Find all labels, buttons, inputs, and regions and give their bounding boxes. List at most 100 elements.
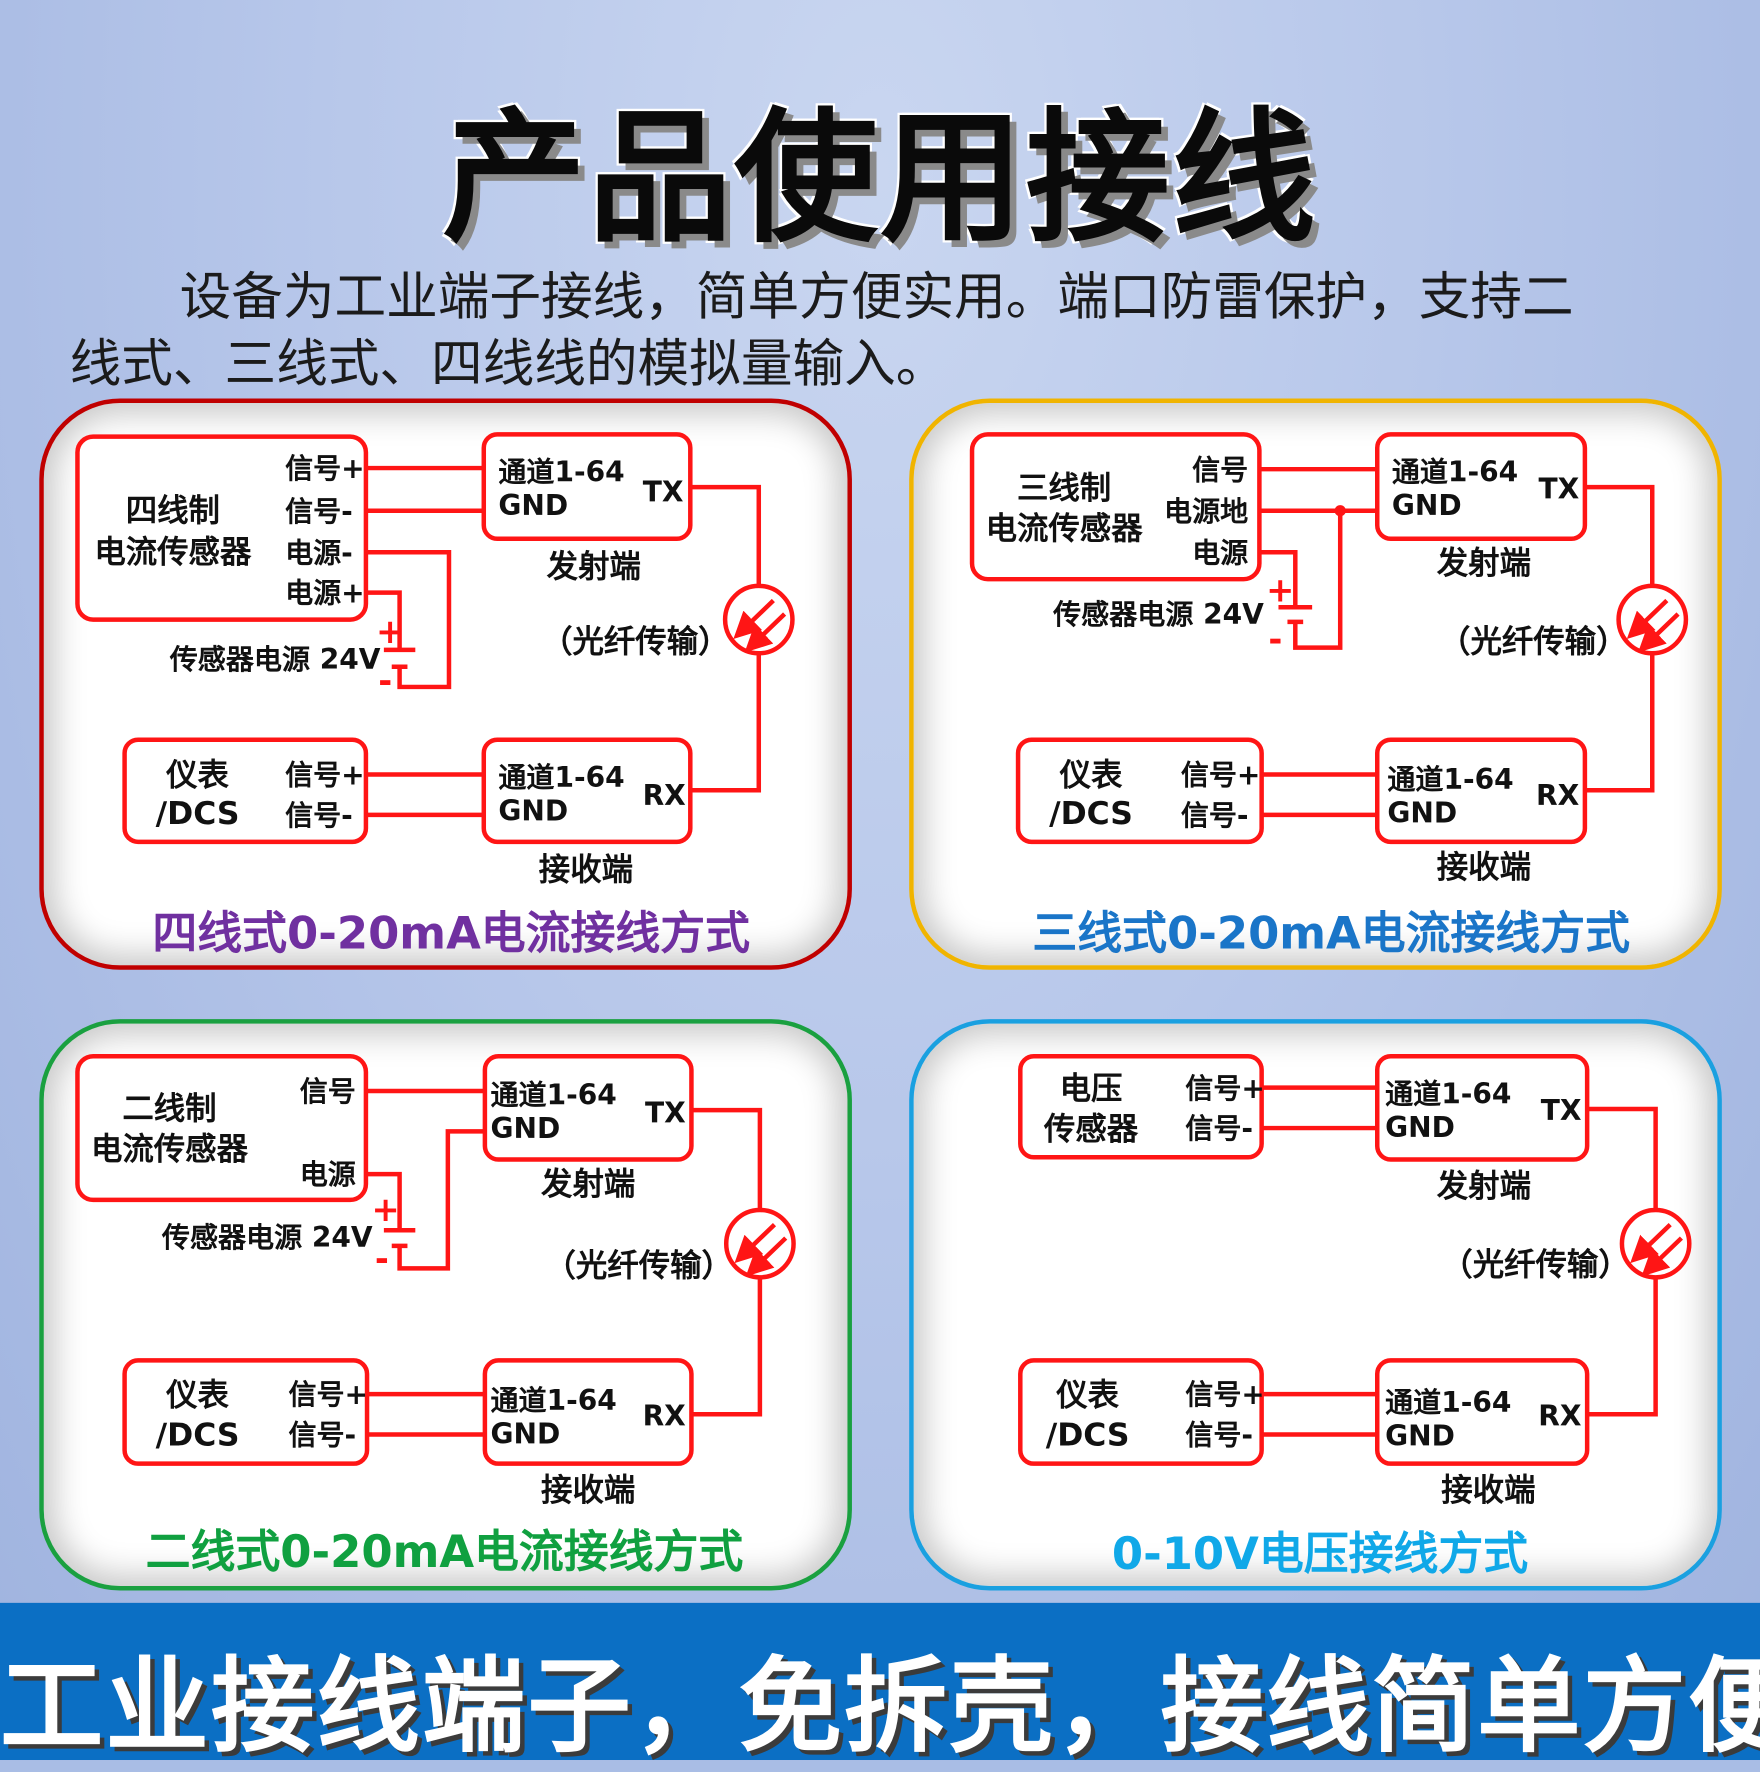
rx-port: RX xyxy=(1536,779,1580,812)
receiver-box xyxy=(1375,1358,1590,1466)
rx-gnd: GND xyxy=(1387,797,1457,830)
voltage-diagram: 电压 传感器 信号+ 信号- 通道1-64 GND TX 发射端 （光纤传输） … xyxy=(1018,1053,1692,1580)
wire-meter xyxy=(1261,1391,1378,1437)
sensor-box xyxy=(1018,1053,1264,1160)
fiber-label: （光纤传输） xyxy=(1441,1247,1629,1283)
fiber-label: （光纤传输） xyxy=(1439,624,1627,660)
sensor-type: 二线制 xyxy=(122,1091,216,1127)
sensor-name: 电流传感器 xyxy=(94,534,252,570)
wire-power xyxy=(365,1171,402,1231)
pin-label: 信号- xyxy=(288,1419,356,1452)
receiver-box xyxy=(1375,737,1588,845)
pin-label: 电源- xyxy=(285,536,353,569)
pin-label: 电源 xyxy=(300,1158,356,1191)
battery-icon xyxy=(1278,605,1313,625)
panel-caption: 三线式0-20mA电流接线方式 xyxy=(1032,906,1630,959)
battery-minus: - xyxy=(375,1240,389,1279)
tx-gnd: GND xyxy=(1392,489,1462,522)
junction-dot xyxy=(1334,505,1346,517)
wire-power-plus xyxy=(365,590,402,650)
receiver-label: 接收端 xyxy=(541,1473,635,1509)
pin-label: 信号 xyxy=(300,1075,356,1108)
meter-dcs: /DCS xyxy=(1046,1418,1130,1454)
tx-channel: 通道1-64 xyxy=(491,1078,617,1111)
fiber-label: （光纤传输） xyxy=(544,1248,732,1284)
pin-label: 信号- xyxy=(1181,799,1249,832)
receiver-label: 接收端 xyxy=(539,852,633,888)
receiver-label: 接收端 xyxy=(1437,850,1531,886)
rx-channel: 通道1-64 xyxy=(1387,763,1513,796)
sensor-box xyxy=(969,432,1262,582)
panel-caption: 0-10V电压接线方式 xyxy=(1112,1527,1528,1580)
meter-label: 仪表 xyxy=(165,1377,229,1413)
panel-three-wire: 三线制 电流传感器 信号 电源地 电源 传感器电源 24V + - 通道1-64… xyxy=(909,398,1722,970)
panel-four-wire: 四线制 电流传感器 信号+ 信号- 电源- 电源+ 传感器电源 24V + - … xyxy=(39,398,852,970)
tx-channel: 通道1-64 xyxy=(1385,1077,1511,1110)
sensor-box xyxy=(75,1053,369,1203)
pin-label: 信号 xyxy=(1192,453,1248,486)
transmitter-label: 发射端 xyxy=(1437,1169,1531,1205)
transmitter-box xyxy=(1375,1053,1590,1162)
meter-label: 仪表 xyxy=(1059,758,1123,794)
tx-channel: 通道1-64 xyxy=(498,456,624,489)
battery-plus: + xyxy=(1266,571,1294,610)
transmitter-box xyxy=(481,432,693,542)
sensor-type: 三线制 xyxy=(1017,470,1111,506)
pin-label: 电源+ xyxy=(285,577,365,610)
meter-box xyxy=(1015,737,1264,845)
banner-text: 工业接线端子，免拆壳，接线简单方便 xyxy=(0,1646,1760,1767)
tx-gnd: GND xyxy=(498,489,568,522)
pin-label: 信号- xyxy=(285,799,353,832)
transmitter-box xyxy=(1375,432,1588,542)
battery-icon xyxy=(383,647,416,669)
tx-port: TX xyxy=(643,476,684,509)
pin-label: 信号+ xyxy=(1185,1378,1265,1411)
wire-meter xyxy=(1261,772,1378,818)
pin-label: 信号+ xyxy=(1185,1072,1265,1105)
pin-label: 信号- xyxy=(285,495,353,528)
battery-minus: - xyxy=(378,662,392,701)
bottom-banner: 工业接线端子，免拆壳，接线简单方便 xyxy=(0,1602,1760,1767)
sensor-name: 传感器 xyxy=(1043,1111,1139,1147)
pin-label: 电源 xyxy=(1192,536,1248,569)
rx-port: RX xyxy=(1538,1400,1582,1433)
fiber-optic-icon xyxy=(1619,1207,1692,1280)
pin-label: 电源地 xyxy=(1164,495,1248,528)
rx-channel: 通道1-64 xyxy=(498,761,624,794)
battery-icon xyxy=(383,1227,416,1249)
wire-fiber-link xyxy=(1584,484,1655,793)
receiver-box xyxy=(481,737,693,845)
power-label: 传感器电源 24V xyxy=(169,643,381,676)
meter-box xyxy=(1018,1358,1264,1466)
wire-power xyxy=(1259,550,1298,608)
three-wire-diagram: 三线制 电流传感器 信号 电源地 电源 传感器电源 24V + - 通道1-64… xyxy=(969,432,1689,959)
rx-gnd: GND xyxy=(498,795,568,828)
panel-voltage: 电压 传感器 信号+ 信号- 通道1-64 GND TX 发射端 （光纤传输） … xyxy=(909,1019,1722,1591)
battery-plus: + xyxy=(372,1190,400,1229)
battery-minus: - xyxy=(1268,620,1282,659)
rx-channel: 通道1-64 xyxy=(1385,1386,1511,1419)
rx-gnd: GND xyxy=(491,1417,561,1450)
meter-label: 仪表 xyxy=(1055,1377,1119,1413)
panel-two-wire: 二线制 电流传感器 信号 电源 传感器电源 24V + - 通道1-64 GND… xyxy=(39,1019,852,1591)
meter-dcs: /DCS xyxy=(1049,796,1133,832)
four-wire-diagram: 四线制 电流传感器 信号+ 信号- 电源- 电源+ 传感器电源 24V + - … xyxy=(75,432,795,959)
wire-fiber-link xyxy=(690,484,762,793)
rx-gnd: GND xyxy=(1385,1420,1455,1453)
power-label: 传感器电源 24V xyxy=(161,1221,373,1254)
wire-battery-return xyxy=(397,1129,485,1271)
intro-line-1: 设备为工业端子接线，简单方便实用。端口防雷保护，支持二 xyxy=(179,266,1574,327)
tx-gnd: GND xyxy=(491,1112,561,1145)
rx-channel: 通道1-64 xyxy=(491,1384,617,1417)
meter-dcs: /DCS xyxy=(156,1418,240,1454)
wire-battery-return xyxy=(1293,510,1343,650)
battery-plus: + xyxy=(376,612,404,651)
transmitter-label: 发射端 xyxy=(1437,546,1531,582)
wire-power-minus xyxy=(365,550,452,690)
pin-label: 信号- xyxy=(1185,1112,1253,1145)
tx-port: TX xyxy=(1539,472,1580,505)
fiber-optic-icon xyxy=(723,1207,796,1280)
tx-port: TX xyxy=(645,1096,686,1129)
meter-label: 仪表 xyxy=(165,758,229,794)
